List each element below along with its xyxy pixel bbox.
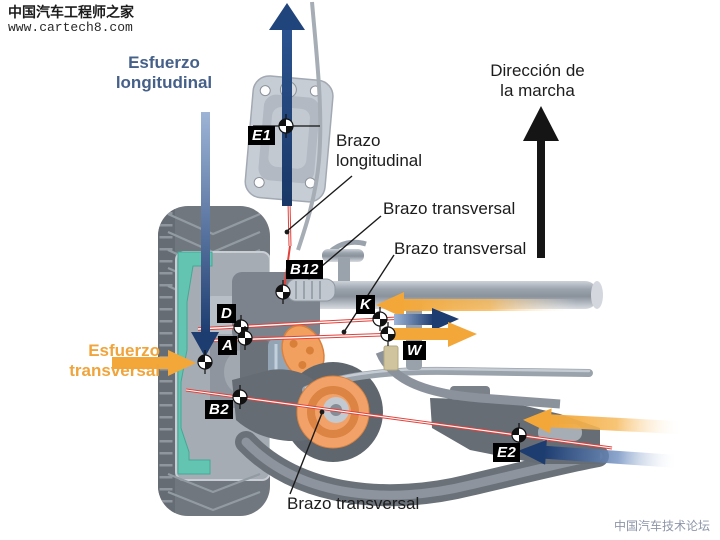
marker-e2: E2 (493, 443, 521, 462)
marker-k: K (356, 295, 376, 314)
label-direccion-de-la-marcha: Dirección de la marcha (490, 61, 585, 100)
marker-a: A (218, 336, 238, 355)
watermark-bottom: 中国汽车技术论坛 (613, 519, 710, 533)
label-brazo-longitudinal: Brazo longitudinal (336, 131, 423, 170)
w-orange-arrow-right (390, 322, 477, 347)
label-brazo-transversal-upper: Brazo transversal (383, 199, 516, 218)
e2-orange-arrow-left (523, 408, 685, 435)
marker-b12: B12 (286, 260, 324, 279)
marker-w: W (403, 341, 426, 360)
direction-of-travel-arrow (523, 106, 559, 258)
watermark-top-url: www.cartech8.com (8, 20, 133, 35)
marker-e1: E1 (248, 126, 276, 145)
marker-b2: B2 (205, 400, 234, 419)
label-esfuerzo-transversal: Esfuerzo transversal (69, 341, 160, 380)
marker-d: D (217, 304, 237, 323)
label-esfuerzo-longitudinal: Esfuerzo longitudinal (115, 53, 213, 92)
transversal-force-arrow-left (112, 350, 196, 376)
longitudinal-force-down-arrow (191, 112, 219, 357)
watermark-top: 中国汽车工程师之家 www.cartech8.com (8, 4, 134, 36)
k-orange-arrow-left (376, 292, 577, 318)
longitudinal-force-up-arrow (269, 3, 305, 206)
clevis-bracket (383, 345, 399, 371)
watermark-top-chinese: 中国汽车工程师之家 (8, 4, 134, 20)
label-brazo-transversal-bottom: Brazo transversal (287, 494, 420, 513)
e2-blue-arrow-left (518, 439, 680, 469)
k-blue-arrow-right (394, 308, 459, 331)
b12-bushing (286, 278, 336, 302)
label-brazo-transversal-mid: Brazo transversal (394, 239, 527, 258)
